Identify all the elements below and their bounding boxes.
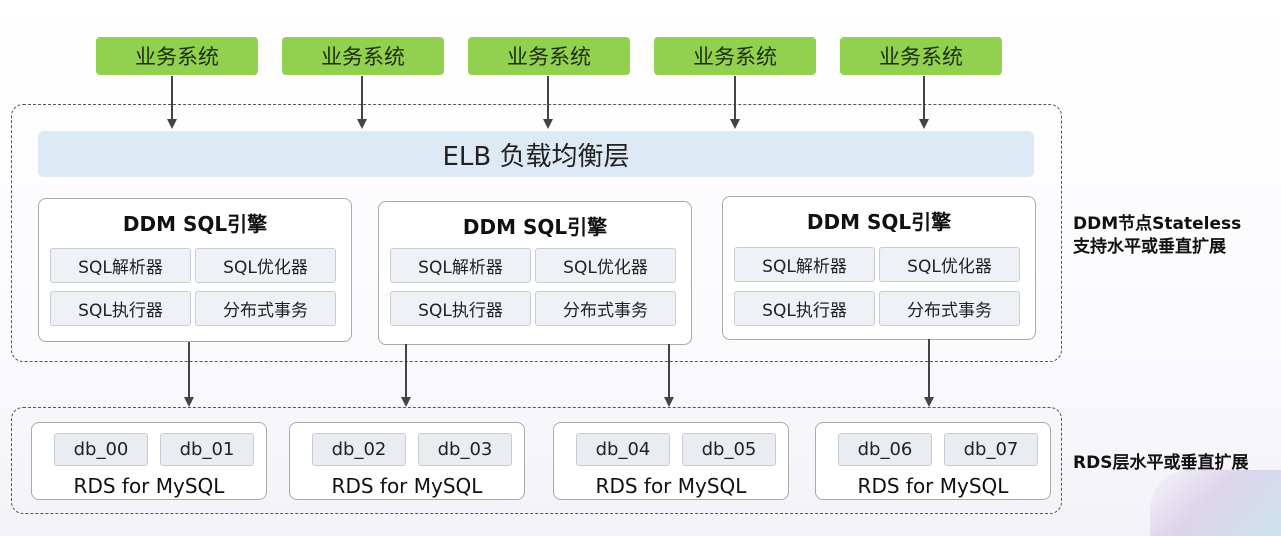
business-system-2: 业务系统	[282, 37, 444, 75]
db-shard: db_03	[418, 433, 512, 466]
rds-instance-4: db_06 db_07 RDS for MySQL	[815, 422, 1051, 500]
rds-instance-1: db_00 db_01 RDS for MySQL	[31, 422, 267, 500]
db-shard: db_02	[312, 433, 406, 466]
ddm-engine-2: DDM SQL引擎 SQL解析器 SQL优化器 SQL执行器 分布式事务	[378, 201, 692, 345]
ddm-layer-boundary	[11, 104, 1062, 362]
db-shard: db_06	[838, 433, 932, 466]
rds-instance-2: db_02 db_03 RDS for MySQL	[289, 422, 525, 500]
ddm-engine-1: DDM SQL引擎 SQL解析器 SQL优化器 SQL执行器 分布式事务	[38, 198, 352, 342]
corner-decoration	[1150, 470, 1281, 536]
ddm-engine-3: DDM SQL引擎 SQL解析器 SQL优化器 SQL执行器 分布式事务	[722, 196, 1036, 340]
rds-label: RDS for MySQL	[73, 474, 225, 498]
rds-layer-boundary	[11, 407, 1062, 514]
sql-optimizer: SQL优化器	[879, 247, 1020, 282]
ddm-note-line-2: 支持水平或垂直扩展	[1073, 237, 1226, 257]
distributed-transaction: 分布式事务	[535, 291, 676, 326]
business-system-3: 业务系统	[468, 37, 630, 75]
sql-parser: SQL解析器	[50, 248, 191, 283]
ddm-scaling-note: DDM节点Stateless 支持水平或垂直扩展	[1073, 213, 1241, 259]
distributed-transaction: 分布式事务	[195, 291, 336, 326]
sql-optimizer: SQL优化器	[195, 248, 336, 283]
engine-title: DDM SQL引擎	[462, 215, 608, 239]
db-shard: db_01	[160, 433, 254, 466]
db-shard: db_05	[682, 433, 776, 466]
rds-label: RDS for MySQL	[857, 474, 1009, 498]
engine-title: DDM SQL引擎	[122, 212, 268, 236]
elb-layer: ELB 负载均衡层	[38, 131, 1034, 177]
rds-label: RDS for MySQL	[595, 474, 747, 498]
business-system-4: 业务系统	[654, 37, 816, 75]
sql-executor: SQL执行器	[50, 291, 191, 326]
db-shard: db_07	[944, 433, 1038, 466]
sql-parser: SQL解析器	[734, 247, 875, 282]
engine-title: DDM SQL引擎	[806, 210, 952, 234]
sql-optimizer: SQL优化器	[535, 248, 676, 283]
distributed-transaction: 分布式事务	[879, 291, 1020, 326]
business-system-5: 业务系统	[840, 37, 1002, 75]
rds-scaling-note: RDS层水平或垂直扩展	[1073, 453, 1249, 473]
ddm-note-line-1: DDM节点Stateless	[1073, 214, 1242, 234]
sql-executor: SQL执行器	[390, 291, 531, 326]
db-shard: db_00	[54, 433, 148, 466]
sql-parser: SQL解析器	[390, 248, 531, 283]
rds-label: RDS for MySQL	[331, 474, 483, 498]
db-shard: db_04	[576, 433, 670, 466]
rds-instance-3: db_04 db_05 RDS for MySQL	[553, 422, 789, 500]
sql-executor: SQL执行器	[734, 291, 875, 326]
business-system-1: 业务系统	[96, 37, 258, 75]
